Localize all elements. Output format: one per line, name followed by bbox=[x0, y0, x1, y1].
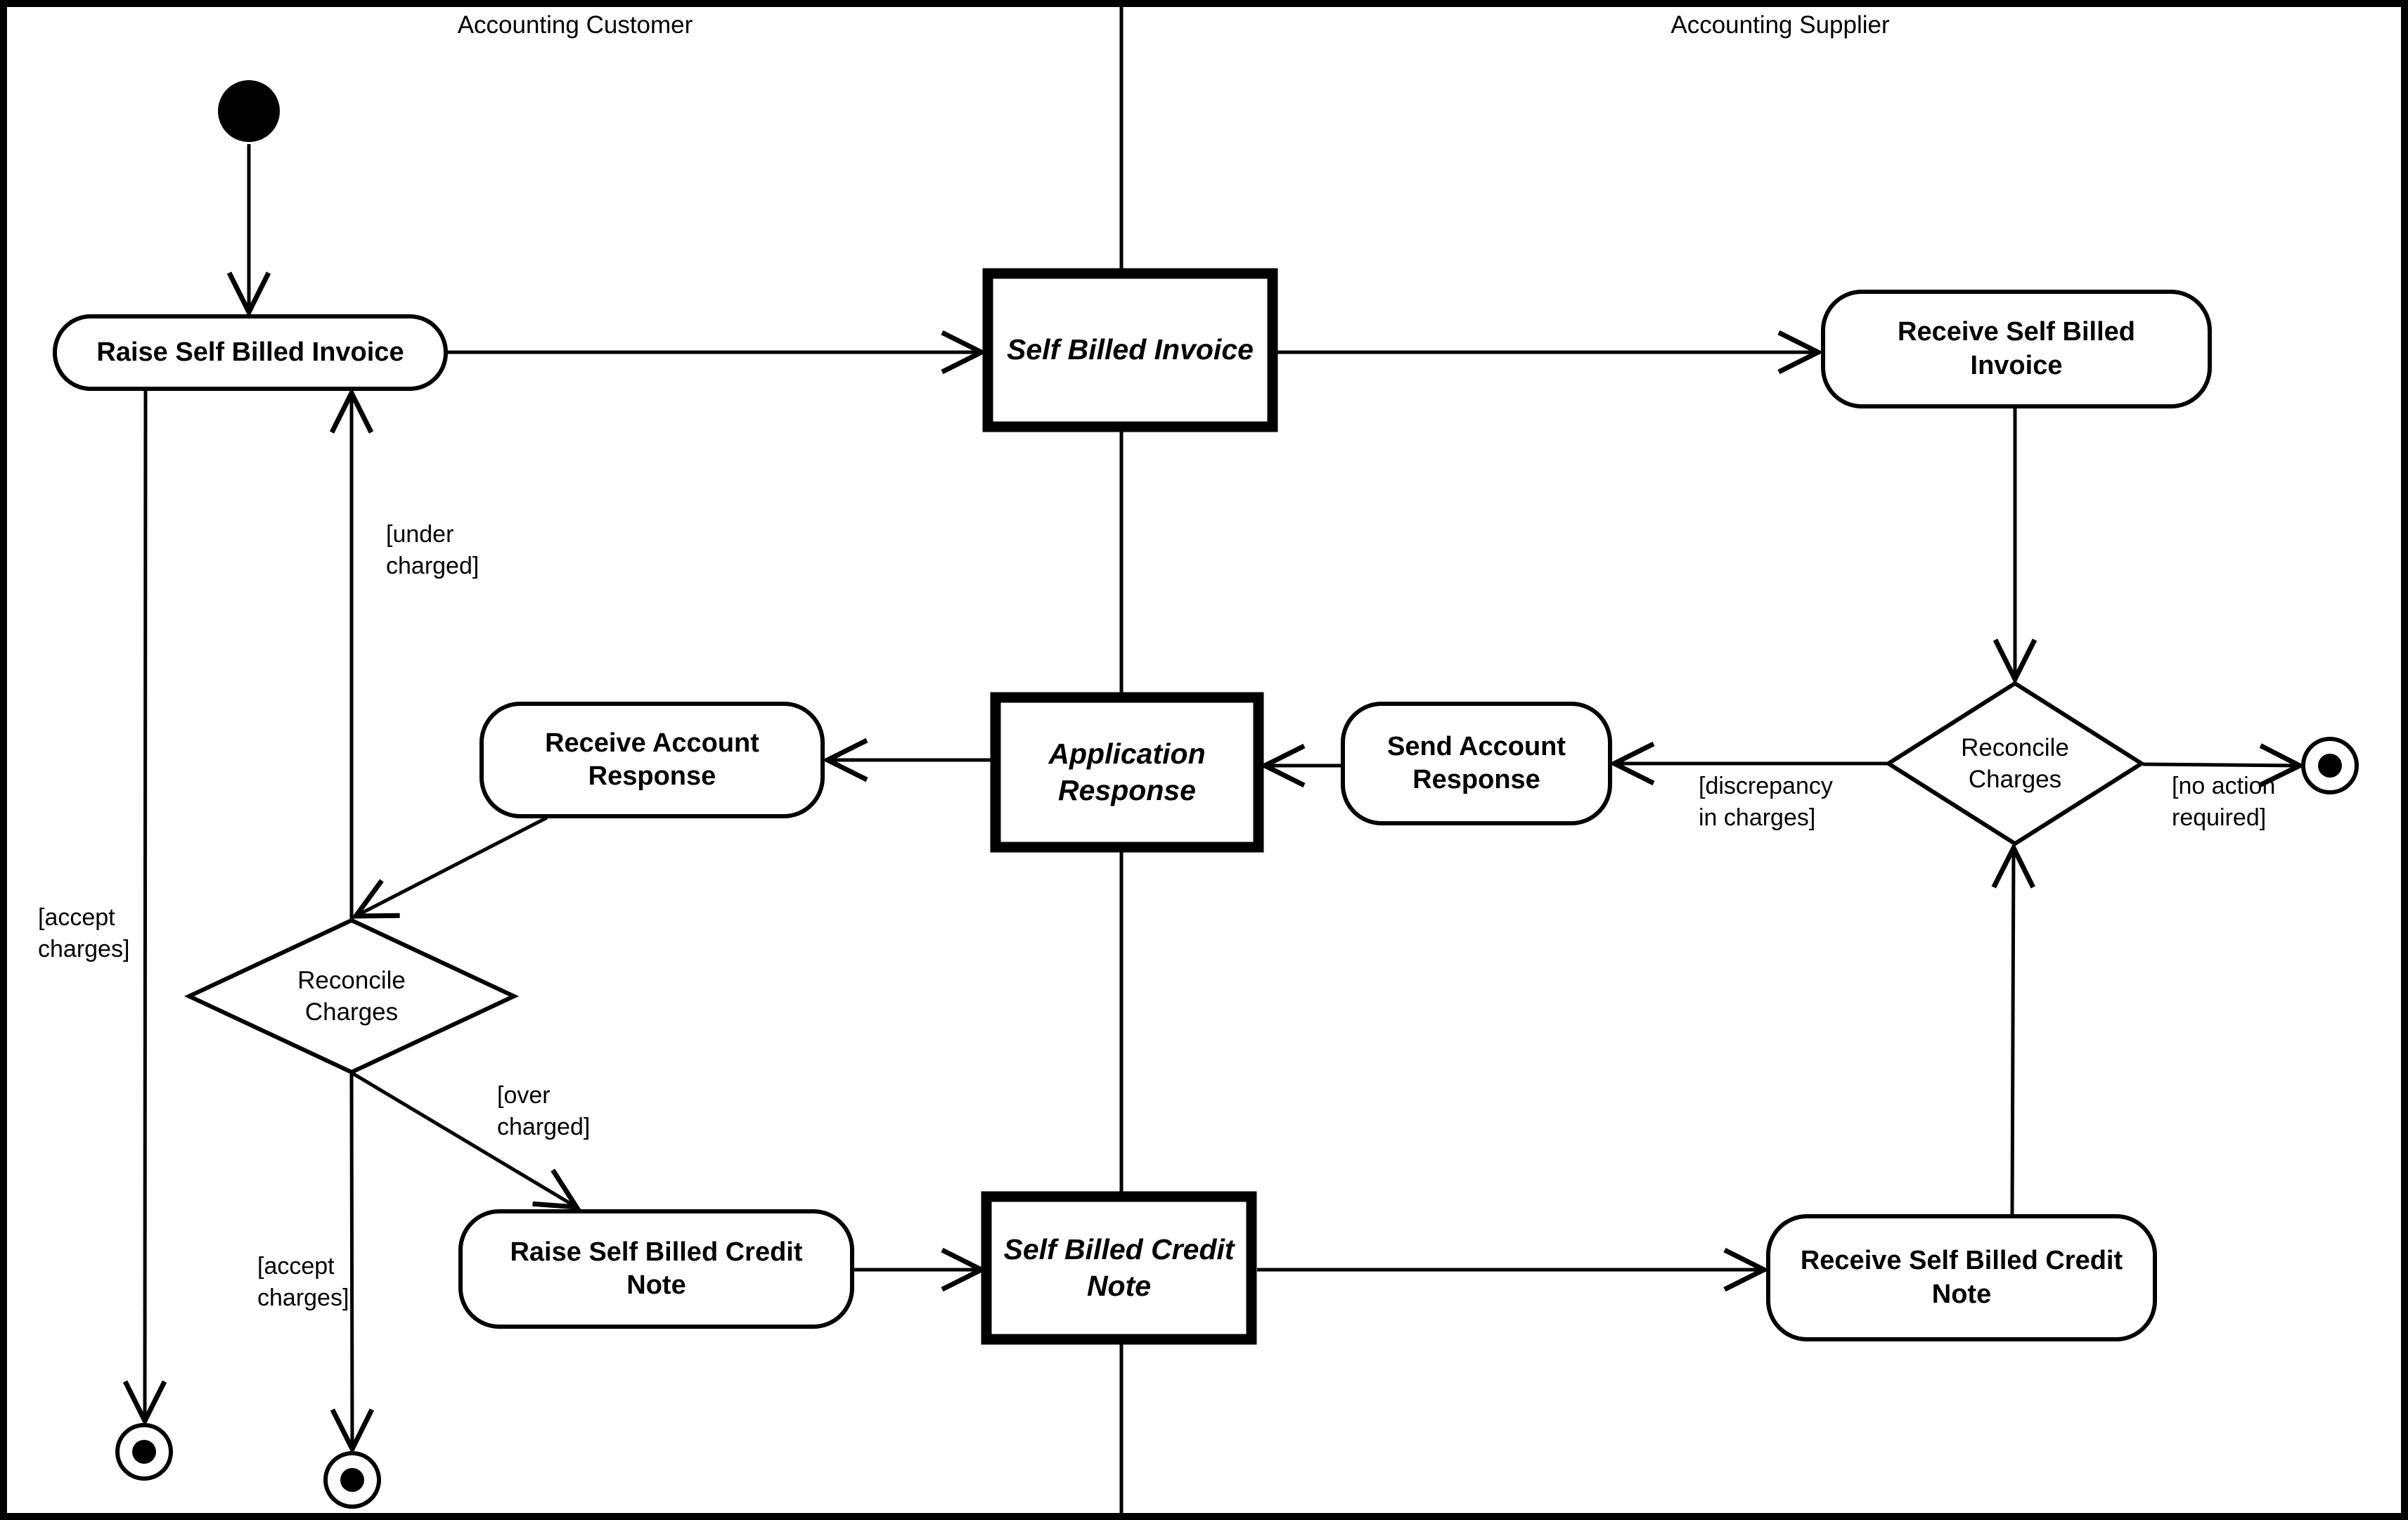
guard-no-action-required: [no action required] bbox=[2172, 773, 2276, 831]
edge-over-charged-to-raise-sbcn bbox=[352, 1071, 581, 1211]
guard-accept-charges-left: [accept charges] bbox=[38, 904, 130, 962]
label-receive-account-response: Receive Account Response bbox=[545, 728, 759, 792]
edge-accept-charges-to-final-left bbox=[122, 389, 167, 1426]
activity-raise-self-billed-credit-note bbox=[458, 1209, 854, 1329]
guard-discrepancy-in-charges: [discrepancy in charges] bbox=[1699, 773, 1833, 831]
final-node-mid bbox=[323, 1451, 381, 1509]
activity-receive-self-billed-credit-note bbox=[1766, 1214, 2157, 1341]
lane-title-accounting-customer: Accounting Customer bbox=[457, 11, 693, 39]
edge-receive-account-response-to-reconcile-customer bbox=[351, 816, 548, 919]
activity-receive-self-billed-invoice bbox=[1821, 290, 2212, 408]
activity-raise-self-billed-invoice bbox=[53, 314, 448, 391]
label-reconcile-charges-supplier: Reconcile Charges bbox=[1961, 733, 2069, 794]
decision-reconcile-charges-supplier bbox=[1884, 681, 2146, 846]
guard-under-charged: [under charged] bbox=[386, 521, 479, 579]
label-self-billed-invoice: Self Billed Invoice bbox=[1007, 333, 1254, 366]
label-send-account-response: Send Account Response bbox=[1386, 731, 1566, 795]
label-reconcile-charges-customer: Reconcile Charges bbox=[297, 966, 406, 1026]
object-application-response bbox=[990, 692, 1264, 853]
decision-reconcile-charges-customer bbox=[184, 917, 520, 1075]
object-self-billed-invoice bbox=[982, 268, 1278, 432]
initial-node bbox=[218, 80, 280, 142]
label-raise-self-billed-credit-note: Raise Self Billed Credit Note bbox=[510, 1237, 803, 1301]
object-self-billed-credit-note bbox=[981, 1191, 1257, 1345]
activity-send-account-response bbox=[1341, 702, 1612, 825]
lane-title-accounting-supplier: Accounting Supplier bbox=[1670, 11, 1890, 39]
label-receive-self-billed-credit-note: Receive Self Billed Credit Note bbox=[1800, 1246, 2123, 1309]
edge-receive-sbcn-to-reconcile-supplier bbox=[1991, 842, 2035, 1215]
label-receive-self-billed-invoice: Receive Self Billed Invoice bbox=[1898, 317, 2135, 380]
final-node-right bbox=[2301, 737, 2359, 794]
activity-receive-account-response bbox=[479, 702, 825, 818]
label-application-response: Application Response bbox=[1048, 738, 1206, 806]
label-self-billed-credit-note: Self Billed Credit Note bbox=[1003, 1233, 1235, 1302]
edge-no-action-to-final-right bbox=[2142, 743, 2305, 787]
guard-over-charged: [over charged] bbox=[497, 1082, 591, 1140]
label-raise-self-billed-invoice: Raise Self Billed Invoice bbox=[96, 337, 404, 367]
guard-accept-charges-mid: [accept charges] bbox=[257, 1253, 349, 1311]
final-node-left bbox=[115, 1423, 173, 1481]
